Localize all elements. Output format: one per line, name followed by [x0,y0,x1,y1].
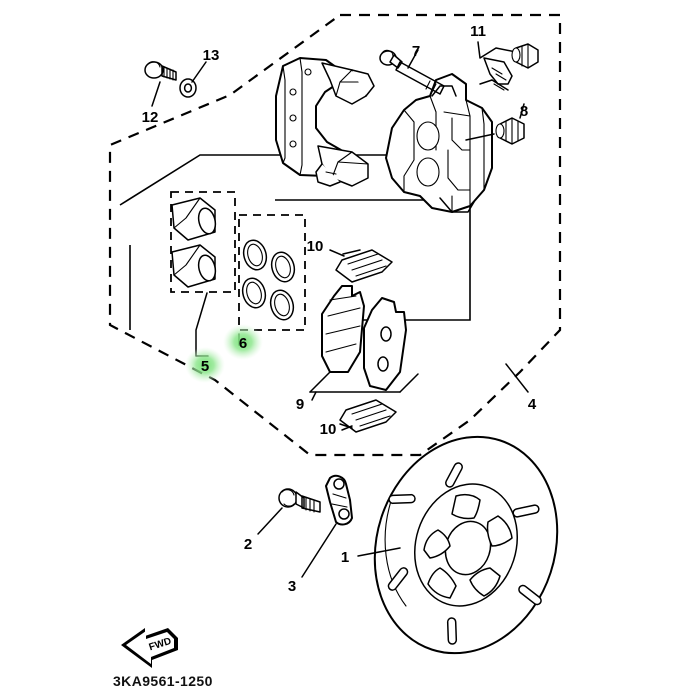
forward-direction-arrow: FWD [121,628,178,668]
callout-1-brake-disc[interactable]: 1 [341,549,349,566]
callout-12-mount-bolt[interactable]: 12 [142,109,159,126]
caliper-link-plate [301,474,353,578]
highlight-blob-6 [223,324,263,360]
highlight-markers [185,324,263,383]
piston-seals [241,239,296,321]
bleed-nipple [465,103,525,145]
mount-bolt-and-washer [144,61,207,107]
caliper-assembly-dashed-boundary [108,13,562,457]
callout-10-pad-shim-upper[interactable]: 10 [307,238,324,255]
caliper-slide-bolt [379,49,445,95]
caliper-body [385,73,493,213]
callout-3-bracket-link[interactable]: 3 [288,578,296,595]
callout-9-brake-pad-set[interactable]: 9 [296,396,304,413]
hose-union-bolt [257,488,321,535]
callout-labels: 1 2 3 4 5 6 7 8 9 10 10 11 12 13 [142,23,537,595]
brake-disc-rotor [357,435,559,655]
pad-shim-upper [329,249,393,283]
leader-4 [505,363,529,393]
callout-7-slide-bolt[interactable]: 7 [412,43,420,60]
highlight-blob-5 [185,347,225,383]
callout-13-washer[interactable]: 13 [203,47,220,64]
callout-2-bolt[interactable]: 2 [244,536,252,553]
pad-shim-lower [339,399,397,433]
seal-group-dashed-box [238,214,306,331]
part-number-label: 3KA9561-1250 [113,673,213,689]
callout-10-pad-shim-lower[interactable]: 10 [320,421,337,438]
leader-1 [357,547,401,557]
caliper-mounting-bracket [275,57,375,187]
callout-11-bleed-cap[interactable]: 11 [470,23,486,40]
callout-8-bleed-screw[interactable]: 8 [520,103,528,120]
piston-group-dashed-box [170,191,236,293]
leader-5 [195,292,209,357]
bleed-screw-and-cap [477,41,539,91]
caliper-pistons [171,197,217,288]
brake-pad-pair [309,285,419,401]
callout-5-piston[interactable]: 5 [201,358,209,375]
callout-4-caliper-assembly[interactable]: 4 [528,396,537,413]
callout-6-piston-seal[interactable]: 6 [239,335,247,352]
